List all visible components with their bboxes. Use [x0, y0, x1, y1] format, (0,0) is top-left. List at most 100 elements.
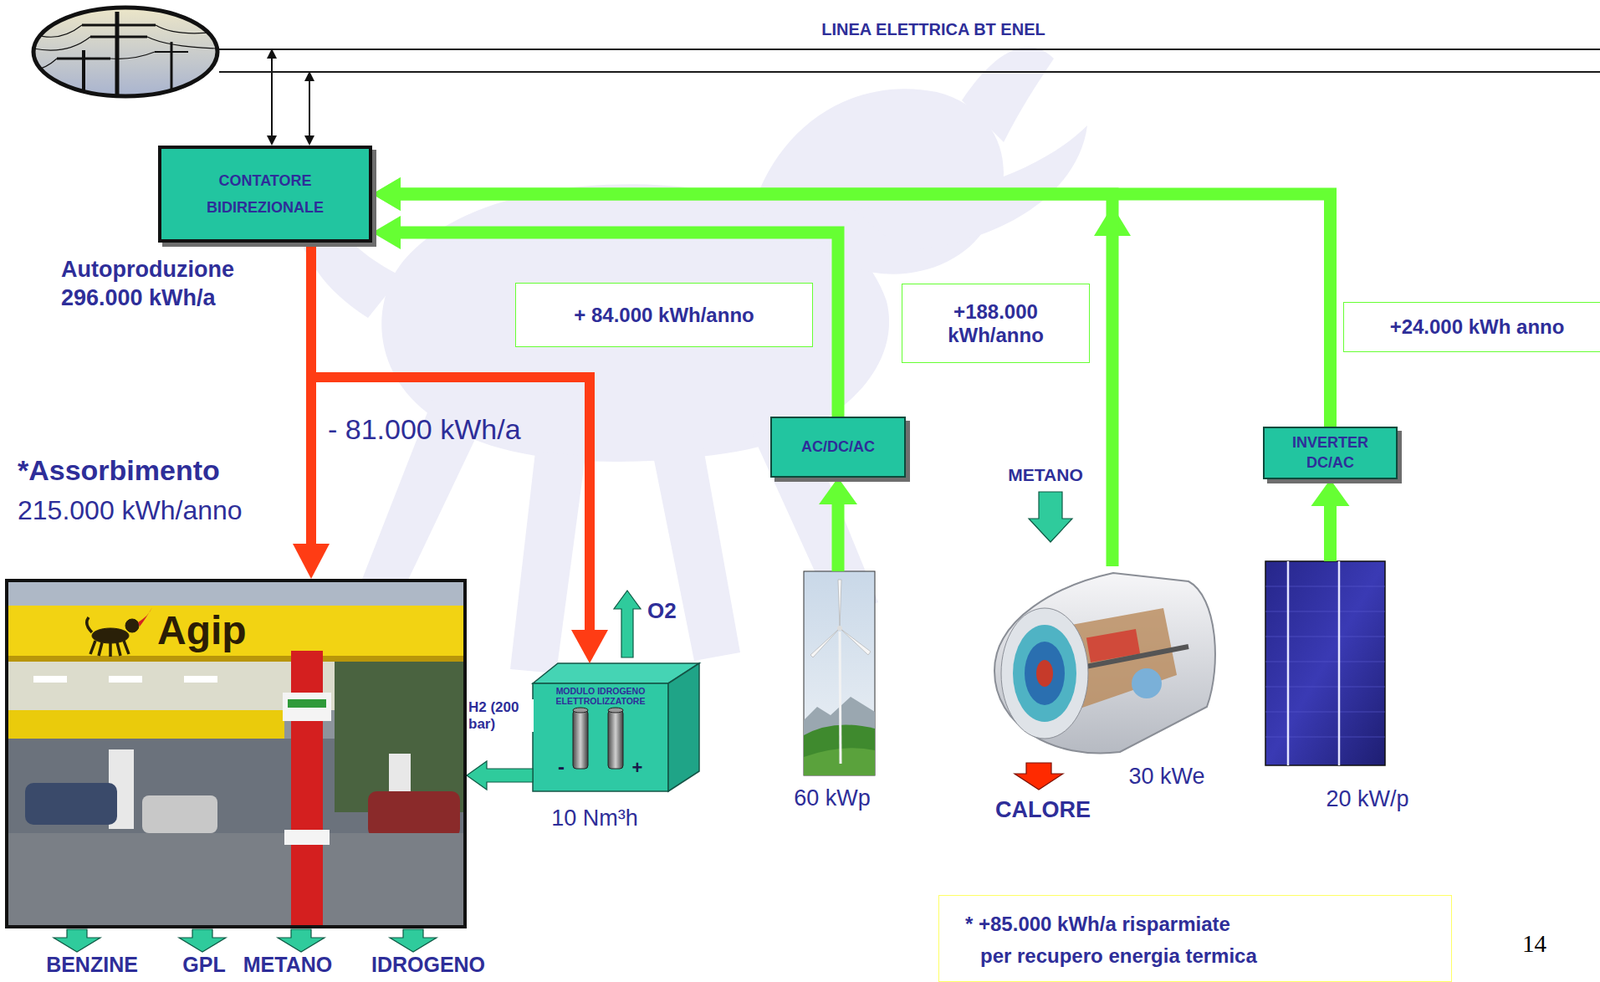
arrow-head — [1311, 479, 1350, 507]
annotation: GPL — [182, 952, 225, 977]
arrow-head — [372, 177, 401, 211]
power-grid-logo — [33, 7, 218, 99]
station-photo-part-part — [108, 675, 143, 683]
station-photo-part — [8, 738, 464, 839]
connector-line — [396, 232, 839, 417]
production-arrow — [372, 177, 1331, 427]
arrow-head — [304, 135, 315, 146]
node-label: INVERTER DC/AC — [1272, 433, 1388, 473]
connector-line — [396, 194, 1113, 567]
annotation: METANO — [1007, 465, 1083, 486]
annotation: IDROGENO — [371, 952, 486, 977]
station-photo-part-part — [138, 607, 153, 627]
block-arrow — [466, 761, 533, 790]
meter-box: CONTATORE BIDIREZIONALE — [158, 145, 373, 243]
annotation: O2 — [647, 598, 677, 624]
production-arrow — [1311, 479, 1350, 562]
station-photo-part — [142, 795, 218, 834]
node-label: 30 kWe — [1128, 763, 1205, 790]
electrolyzer-cube — [532, 663, 700, 792]
fuel-outlet-arrows-part — [178, 929, 226, 952]
power-line-band: LINEA ELETTRICA BT ENEL — [219, 16, 1600, 74]
connector-line — [1323, 501, 1337, 562]
station-photo-part — [291, 650, 323, 926]
node-label: 20 kW/p — [1325, 786, 1409, 813]
converter-box: AC/DC/AC — [770, 416, 906, 478]
station-photo-part — [368, 791, 461, 838]
arrow-head — [571, 629, 609, 664]
station-photo-part — [8, 582, 464, 609]
fuel-outlet-arrows-part — [277, 929, 325, 952]
microturbine-cutaway-part — [1036, 659, 1054, 687]
station-photo-part — [8, 833, 464, 926]
wind-turbine-photo-part — [837, 625, 843, 631]
station-photo-part — [8, 582, 464, 926]
station-photo-part — [8, 605, 464, 660]
arrow-head — [372, 177, 401, 211]
station-photo-part — [25, 782, 118, 825]
grid-exchange-arrow — [304, 71, 315, 146]
watermark-part — [510, 451, 586, 674]
node-label: Agip — [157, 607, 247, 654]
wind-turbine-photo-part — [838, 579, 842, 629]
power-grid-logo-part-part — [56, 57, 111, 61]
electrolyzer-module: MODULO IDROGENO ELETTROLIZZATORE 10 Nm³h — [532, 663, 700, 844]
production-arrow — [372, 177, 1113, 567]
station-photo-part-part — [184, 675, 218, 683]
gas-input-arrow — [1028, 491, 1073, 542]
station-photo — [8, 582, 464, 926]
hydrogen-arrow — [466, 761, 533, 790]
power-grid-logo-part-part — [81, 24, 156, 27]
microturbine-cutaway-part — [994, 572, 1216, 753]
node-label: * +85.000 kWh/a risparmiate per recupero… — [965, 908, 1263, 973]
fuel-station: Agip — [5, 578, 467, 929]
electrolyzer-cube-part — [608, 710, 624, 769]
line-conductors — [219, 48, 1600, 73]
annotation: - — [557, 755, 565, 779]
fuel-outlet-arrows — [53, 929, 437, 952]
wind-turbine-photo — [803, 571, 875, 776]
node-label: LINEA ELETTRICA BT ENEL — [821, 20, 1045, 40]
station-photo-part-part — [86, 617, 129, 657]
annotation: + — [632, 756, 644, 778]
arrow-head — [292, 543, 330, 579]
fuel-outlet-arrows-part — [389, 929, 437, 952]
connector-line — [270, 56, 273, 138]
power-grid-logo-part — [33, 7, 218, 97]
annotation: 215.000 kWh/anno — [17, 495, 243, 527]
flow-value-holder: - 81.000 kWh/a — [327, 413, 522, 446]
station-photo-part — [8, 710, 285, 739]
fuel-outlet-arrows-part — [53, 929, 101, 952]
station-photo-part — [284, 829, 330, 845]
electrolyzer-cube-part — [572, 707, 588, 713]
annotation: *Assorbimento — [17, 454, 220, 487]
watermark-part — [752, 88, 1004, 274]
flow-value-holder: H2 (200 bar) — [468, 699, 534, 732]
station-photo-part — [86, 607, 153, 657]
electrolyzer-cube-part — [668, 663, 700, 792]
flow-value-box: +24.000 kWh anno — [1343, 301, 1600, 353]
annotation: Autoproduzione 296.000 kWh/a — [61, 255, 279, 313]
microturbine: 30 kWe — [979, 566, 1222, 791]
wind-turbine-photo-part — [810, 628, 840, 658]
flow-value: + 84.000 kWh/anno — [573, 303, 754, 328]
arrow-head — [818, 477, 858, 505]
electrolyzer-cube-part — [572, 710, 588, 769]
inverter-box: INVERTER DC/AC — [1262, 426, 1398, 480]
flow-value-box: + 84.000 kWh/anno — [515, 282, 813, 348]
power-grid-logo-part-part — [33, 25, 218, 71]
footnote-box: * +85.000 kWh/a risparmiate per recupero… — [938, 894, 1452, 982]
node-label: AC/DC/AC — [801, 437, 875, 457]
flow-value-box: +188.000 kWh/anno — [901, 283, 1090, 363]
solar-panel-photo-part — [1338, 561, 1341, 766]
station-photo-part-part — [33, 675, 67, 683]
wind-turbine-photo-part — [803, 571, 875, 776]
node-label: MODULO IDROGENO ELETTROLIZZATORE — [532, 685, 669, 706]
node-caption: 10 Nm³h — [551, 805, 639, 832]
electrolyzer-cube-part — [608, 707, 624, 713]
node-label: 60 kWp — [793, 785, 871, 812]
node-label: CONTATORE BIDIREZIONALE — [169, 167, 361, 222]
